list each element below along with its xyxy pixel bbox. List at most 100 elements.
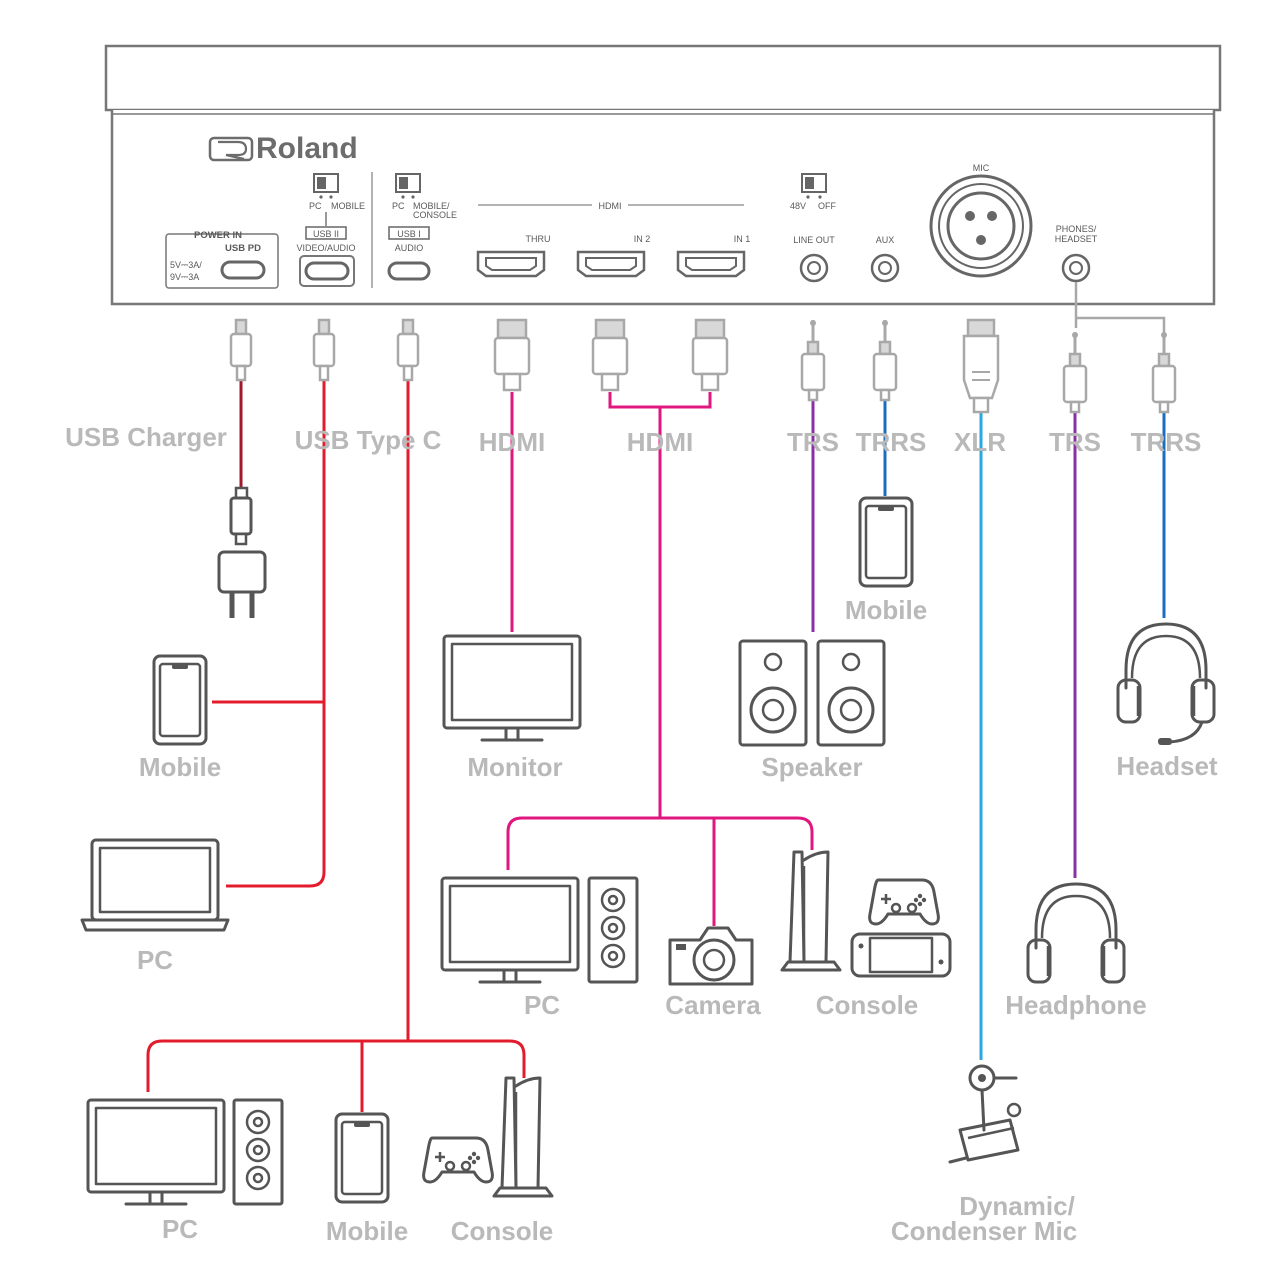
phantom-48v-label: 48V <box>790 201 806 211</box>
usb2-switch-pc: PC <box>309 201 322 211</box>
cable-label-xlr: XLR <box>954 427 1006 457</box>
plugs <box>229 318 1177 414</box>
mic-label: MIC <box>973 163 990 173</box>
label-pc-usb1: PC <box>162 1214 198 1244</box>
wire-usb1-branch <box>146 1039 526 1092</box>
cable-labels: USB Charger USB Type C HDMI HDMI TRS TRR… <box>65 422 1201 457</box>
headset-icon <box>1116 622 1216 724</box>
wire-phones-split <box>1076 316 1166 332</box>
usb1-switch-mobile: MOBILE/ <box>413 201 450 211</box>
label-monitor: Monitor <box>467 752 562 782</box>
power-spec-1: 5V⎓3A/ <box>170 260 202 270</box>
console-icon-usb1 <box>492 1076 554 1198</box>
cable-label-trs-phones: TRS <box>1049 427 1101 457</box>
roland-logo: Roland <box>208 132 358 165</box>
power-in-frame <box>165 233 279 289</box>
usb2-port <box>304 261 350 281</box>
line-out-label: LINE OUT <box>793 235 835 245</box>
usb2-sub-label: VIDEO/AUDIO <box>296 243 355 253</box>
usb-charger-icon <box>217 486 267 618</box>
phones-label-2: HEADSET <box>1055 234 1098 244</box>
phones-port <box>1061 253 1091 283</box>
usb1-sub-label: AUDIO <box>395 243 424 253</box>
usb1-port <box>387 261 431 281</box>
usb2-switch-mobile: MOBILE <box>331 201 365 211</box>
brand-name: Roland <box>256 132 358 165</box>
power-in-label: POWER IN <box>194 230 242 241</box>
gamepad-icon-usb1 <box>422 1136 494 1184</box>
label-mic-line-1: Dynamic/ <box>959 1191 1075 1221</box>
hdmi-in2-plug <box>591 318 629 392</box>
mobile-icon-aux <box>858 496 914 588</box>
headphone-icon <box>1026 882 1126 984</box>
usb1-switch-console: CONSOLE <box>413 210 457 220</box>
hdmi-in1-plug <box>691 318 729 392</box>
wire-usb2 <box>226 380 326 888</box>
usb-pd-label: USB PD <box>225 243 261 254</box>
usb2-plug <box>312 318 336 382</box>
phones-trrs-plug <box>1151 330 1177 414</box>
cable-label-trs-line-out: TRS <box>787 427 839 457</box>
label-camera: Camera <box>665 990 761 1020</box>
aux-plug <box>872 318 898 402</box>
cable-label-usb-type-c: USB Type C <box>295 425 442 455</box>
gamepad-icon-hdmi <box>868 878 940 926</box>
label-pc-hdmi: PC <box>524 990 560 1020</box>
handheld-console-icon <box>850 932 952 978</box>
label-headphone: Headphone <box>1005 990 1147 1020</box>
tower-icon-pc-usb1 <box>232 1098 284 1206</box>
mobile-icon-usb2 <box>152 654 208 746</box>
wire-hdmi-in-branch <box>506 816 814 870</box>
label-pc-usb2: PC <box>137 945 173 975</box>
usb2-switch <box>313 173 339 193</box>
headset-mic-boom <box>1168 720 1204 744</box>
line-out-port <box>799 253 829 283</box>
usb1-label: USB I <box>397 229 421 239</box>
xlr-port <box>929 174 1033 278</box>
laptop-icon <box>80 838 230 932</box>
phones-trs-plug <box>1062 330 1088 414</box>
usb1-switch-pc: PC <box>392 201 405 211</box>
usb1-switch <box>395 173 421 193</box>
xlr-plug <box>962 318 1000 414</box>
console-icon-hdmi <box>780 850 842 972</box>
hdmi-in2-port <box>576 250 646 278</box>
phantom-switch <box>801 173 827 193</box>
label-mobile-usb2: Mobile <box>139 752 221 782</box>
aux-port <box>870 253 900 283</box>
label-speaker: Speaker <box>761 752 862 782</box>
monitor-icon <box>442 634 582 742</box>
cable-label-usb-charger: USB Charger <box>65 422 227 452</box>
usb-charger-plug <box>229 318 253 382</box>
hdmi-in1-label: IN 1 <box>734 234 751 244</box>
hdmi-thru-plug <box>493 318 531 392</box>
label-mobile-aux: Mobile <box>845 595 927 625</box>
usb1-plug <box>396 318 420 382</box>
label-console-hdmi: Console <box>816 990 919 1020</box>
aux-label: AUX <box>876 235 895 245</box>
hdmi-thru-port <box>476 250 546 278</box>
camera-icon <box>668 926 754 986</box>
line-out-plug <box>800 318 826 402</box>
cable-label-hdmi-thru: HDMI <box>479 427 545 457</box>
hdmi-group-label: HDMI <box>599 201 622 211</box>
usb2-label: USB II <box>313 229 339 239</box>
device-panel: Roland POWER IN USB PD 5V⎓3A/ 9V⎓3A PC M… <box>104 44 1222 306</box>
microphone-icon <box>948 1064 1022 1164</box>
hdmi-in1-port <box>676 250 746 278</box>
phantom-off-label: OFF <box>818 201 836 211</box>
label-mic-line-2: Condenser Mic <box>891 1216 1077 1246</box>
cable-label-trrs-aux: TRRS <box>856 427 927 457</box>
label-console-usb1: Console <box>451 1216 554 1246</box>
label-mobile-usb1: Mobile <box>326 1216 408 1246</box>
monitor-icon-pc-usb1 <box>86 1098 226 1206</box>
label-headset: Headset <box>1116 751 1217 781</box>
hdmi-thru-label: THRU <box>526 234 551 244</box>
mobile-icon-usb1 <box>334 1112 390 1204</box>
speaker-icon <box>738 639 886 747</box>
phones-label-1: PHONES/ <box>1056 224 1097 234</box>
hdmi-in2-label: IN 2 <box>634 234 651 244</box>
wires <box>146 282 1166 1112</box>
monitor-icon-pc-hdmi <box>440 876 580 984</box>
power-spec-2: 9V⎓3A <box>170 272 199 282</box>
